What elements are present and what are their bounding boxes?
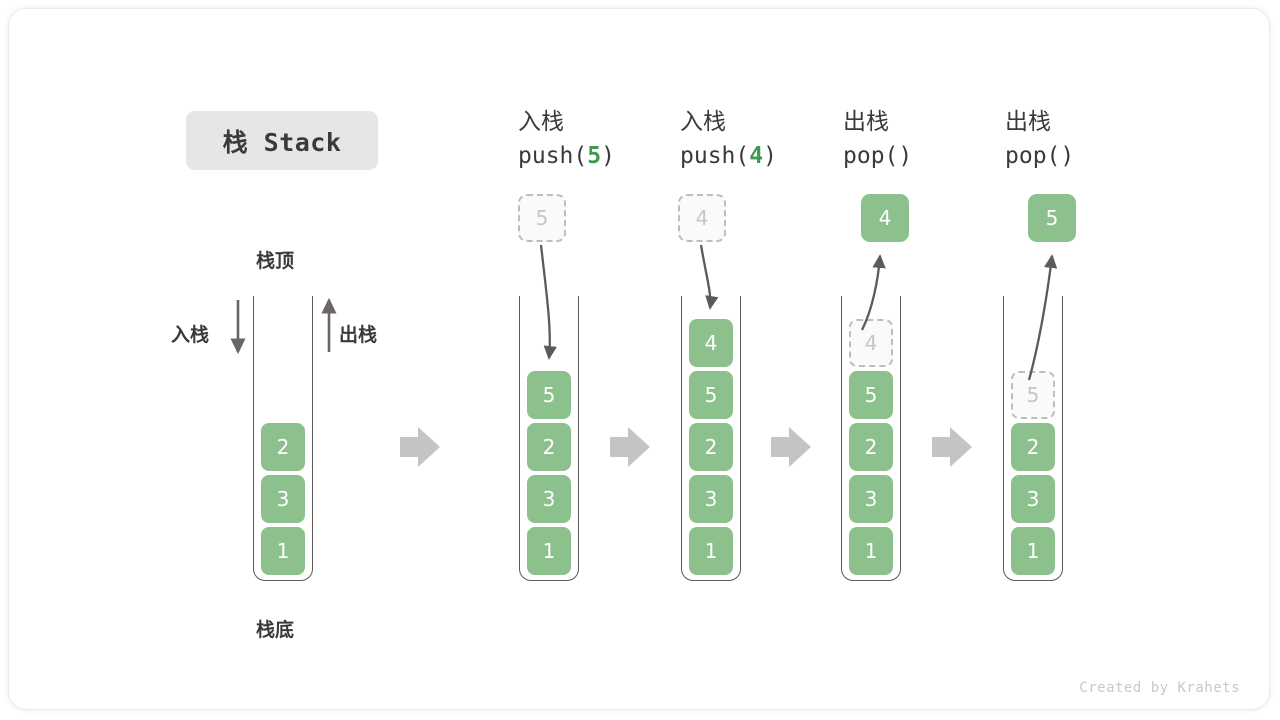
stack-container-push-4: [681, 296, 741, 581]
stack-cell: 3: [689, 475, 733, 523]
step-header-code: push(5): [518, 143, 615, 169]
stack-cell: 2: [261, 423, 305, 471]
pop-direction-label: 出栈: [339, 324, 378, 346]
stack-cell: 1: [527, 527, 571, 575]
step-header-push-4: 入栈 push(4): [680, 105, 850, 173]
stack-cell: 3: [1011, 475, 1055, 523]
stack-cell: 5: [527, 371, 571, 419]
stack-cell: 1: [689, 527, 733, 575]
step-header-cn: 出栈: [843, 109, 889, 135]
stack-cell: 1: [849, 527, 893, 575]
stack-container-initial: [253, 296, 313, 581]
stack-cell: 1: [261, 527, 305, 575]
footer-credit: Created by Krahets: [1079, 680, 1240, 696]
step-header-code: push(4): [680, 143, 777, 169]
stack-cell: 2: [527, 423, 571, 471]
step-header-push-5: 入栈 push(5): [518, 105, 688, 173]
step-header-cn: 入栈: [518, 109, 564, 135]
push-direction-label: 入栈: [171, 324, 210, 346]
floating-cell-push-4: 4: [678, 194, 726, 242]
stack-cell: 2: [849, 423, 893, 471]
diagram-title: 栈 Stack: [186, 111, 378, 170]
stack-container-pop-4: [841, 296, 901, 581]
stack-cell: 3: [261, 475, 305, 523]
step-header-code: pop(): [843, 143, 913, 169]
step-header-code: pop(): [1005, 143, 1075, 169]
step-header-pop-5: 出栈 pop(): [1005, 105, 1175, 173]
stack-top-label: 栈顶: [256, 250, 295, 272]
stack-container-push-5: [519, 296, 579, 581]
step-header-cn: 出栈: [1005, 109, 1051, 135]
floating-cell-pop-4: 4: [861, 194, 909, 242]
step-header-cn: 入栈: [680, 109, 726, 135]
stack-cell: 2: [1011, 423, 1055, 471]
stack-cell: 4: [689, 319, 733, 367]
stack-cell: 3: [849, 475, 893, 523]
stack-cell: 5: [849, 371, 893, 419]
stack-cell: 5: [689, 371, 733, 419]
stack-container-pop-5: [1003, 296, 1063, 581]
stack-cell: 3: [527, 475, 571, 523]
stack-cell: 4: [849, 319, 893, 367]
step-header-pop-4: 出栈 pop(): [843, 105, 1013, 173]
stack-cell: 5: [1011, 371, 1055, 419]
stack-cell: 2: [689, 423, 733, 471]
floating-cell-pop-5: 5: [1028, 194, 1076, 242]
stack-cell: 1: [1011, 527, 1055, 575]
stack-bottom-label: 栈底: [256, 619, 295, 641]
floating-cell-push-5: 5: [518, 194, 566, 242]
